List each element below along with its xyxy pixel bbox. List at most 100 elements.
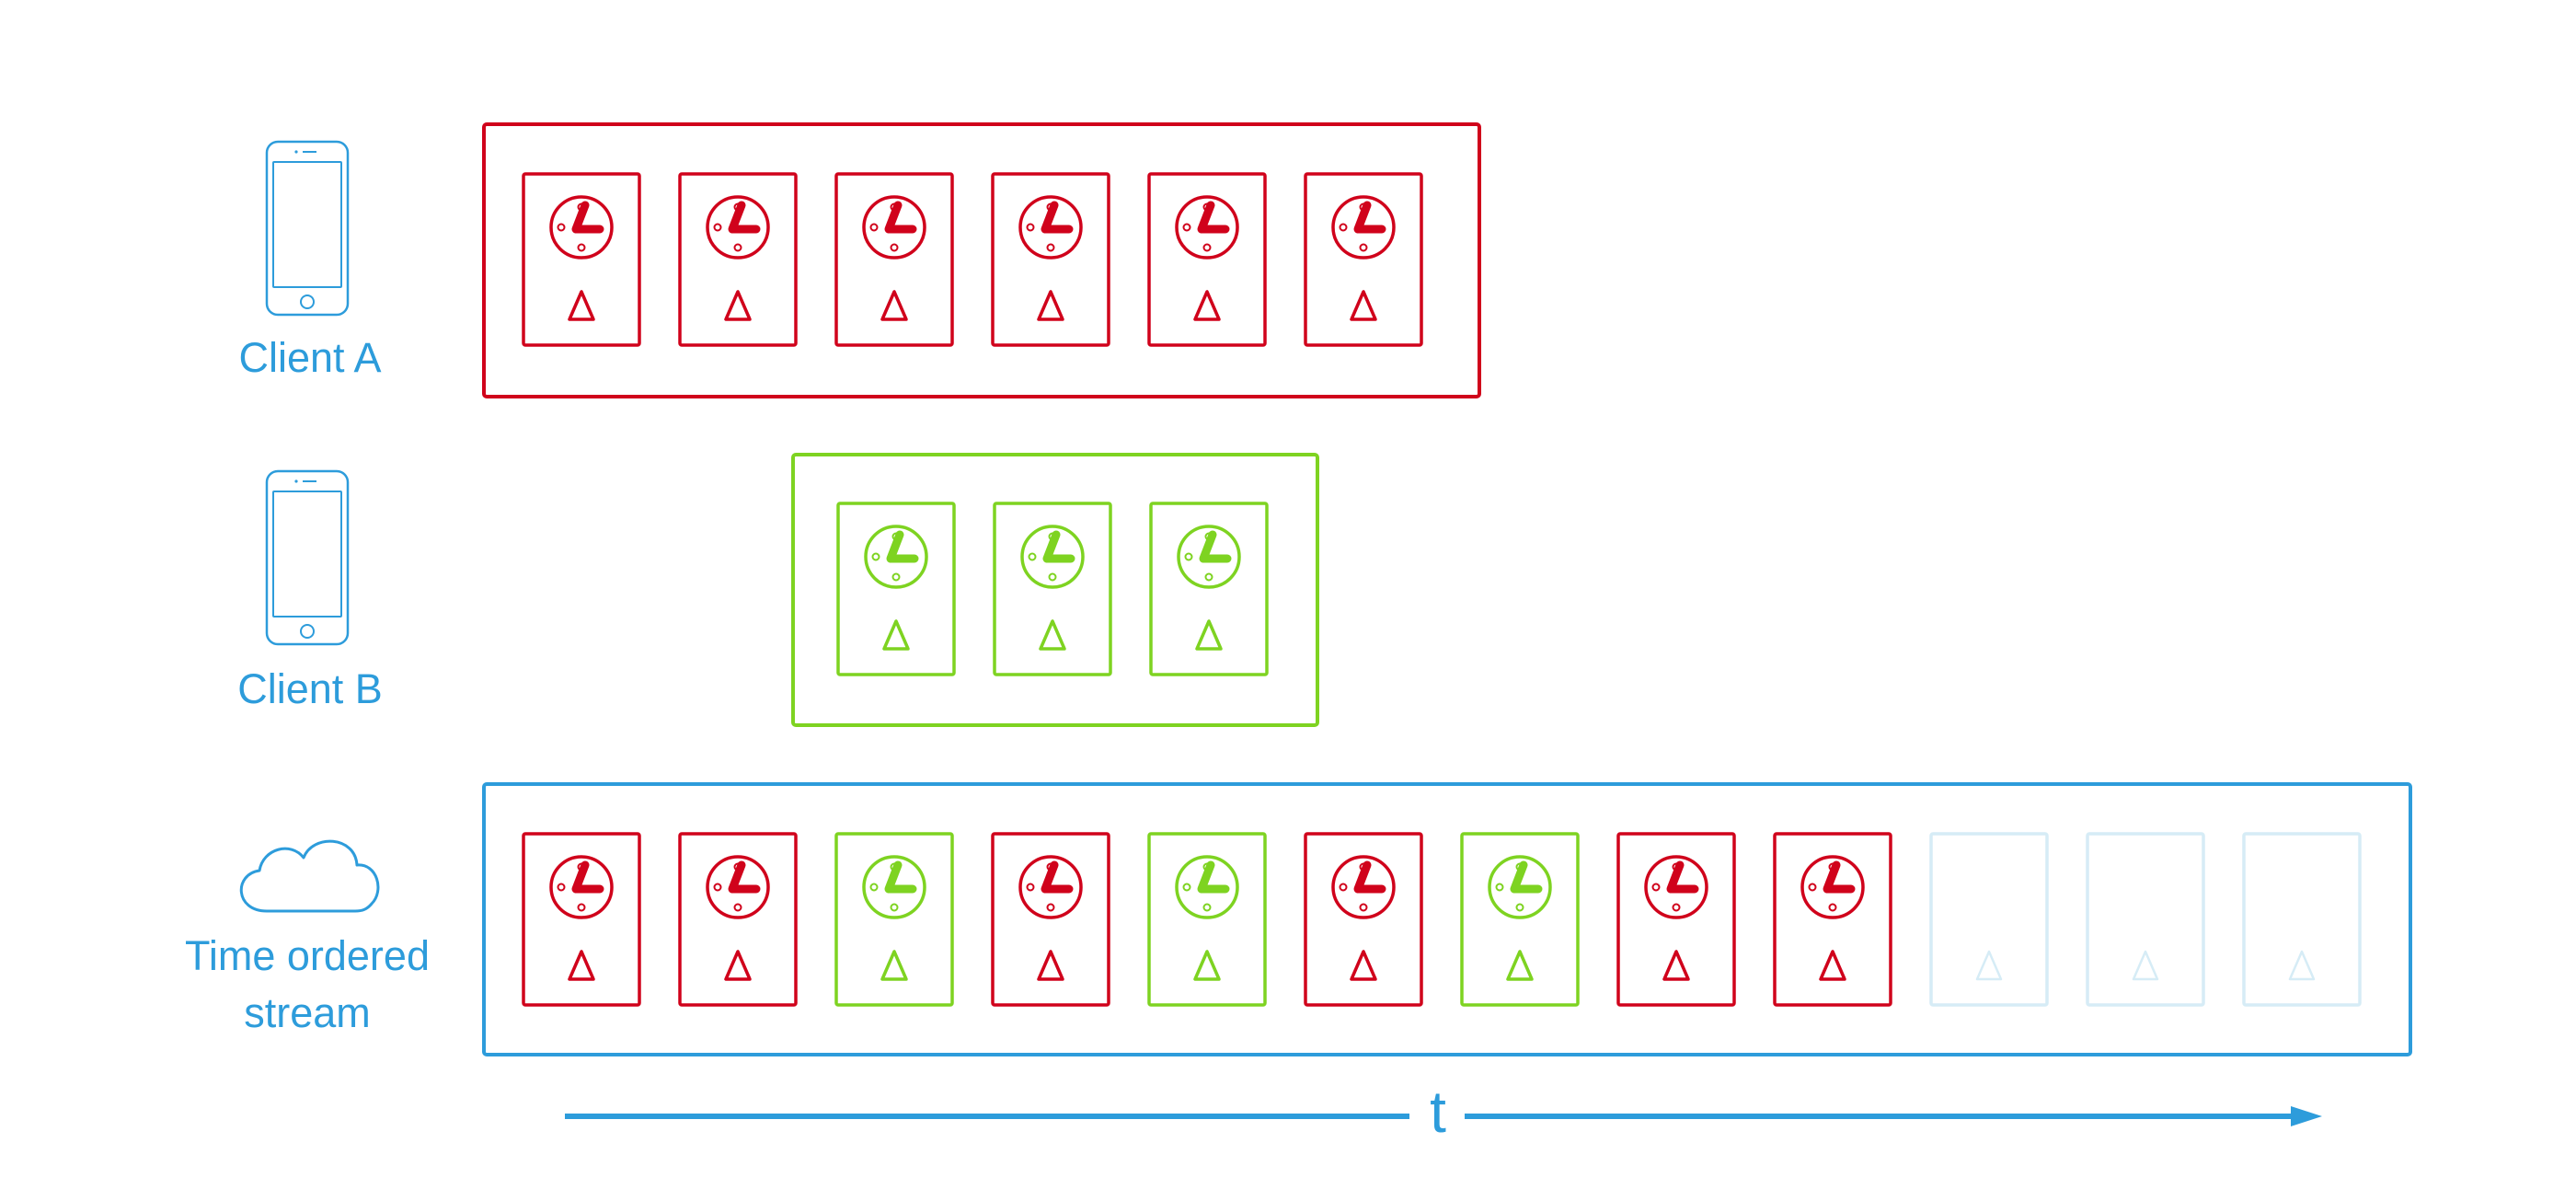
event-card — [1616, 832, 1736, 1007]
client-a-container — [482, 122, 1481, 398]
delta-icon — [1506, 950, 1534, 981]
event-card-frame — [1147, 172, 1267, 347]
event-card — [1929, 832, 2049, 1007]
event-card-frame — [2242, 832, 2362, 1007]
event-card-frame — [522, 172, 641, 347]
event-card — [834, 172, 954, 347]
delta-icon — [1037, 950, 1064, 981]
clock-icon — [1020, 525, 1085, 589]
delta-icon — [880, 290, 908, 321]
delta-icon — [1193, 290, 1221, 321]
delta-icon — [1975, 950, 2003, 981]
clock-icon — [706, 195, 770, 260]
clock-icon — [1175, 855, 1239, 919]
clock-icon — [549, 195, 614, 260]
client-a-group: Client A — [238, 140, 382, 381]
event-card — [1304, 172, 1423, 347]
event-card — [1304, 832, 1423, 1007]
clock-icon — [862, 855, 926, 919]
time-axis-label: t — [1430, 1079, 1446, 1145]
event-card — [993, 502, 1112, 676]
client-b-label: Client B — [237, 665, 383, 712]
delta-icon — [1193, 950, 1221, 981]
client-a-events — [522, 172, 1423, 347]
clock-icon — [1175, 195, 1239, 260]
delta-icon — [1195, 619, 1223, 651]
event-card-frame — [834, 172, 954, 347]
client-a-label: Client A — [238, 334, 381, 381]
time-axis-arrowhead — [2291, 1106, 2322, 1126]
event-card-frame — [1929, 832, 2049, 1007]
stream-group: Time ordered stream — [185, 839, 430, 1036]
delta-icon — [1350, 950, 1377, 981]
client-b-group: Client B — [237, 469, 383, 712]
delta-icon — [880, 950, 908, 981]
delta-icon — [1819, 950, 1846, 981]
event-card — [2086, 832, 2205, 1007]
clock-icon — [1331, 195, 1396, 260]
delta-icon — [568, 950, 595, 981]
stream-container — [482, 782, 2412, 1056]
event-card — [1149, 502, 1269, 676]
event-card — [522, 832, 641, 1007]
event-card — [678, 832, 798, 1007]
clock-icon — [1331, 855, 1396, 919]
event-card-frame — [1149, 502, 1269, 676]
clock-icon — [706, 855, 770, 919]
event-card-frame — [1616, 832, 1736, 1007]
event-card-frame — [678, 832, 798, 1007]
delta-icon — [1037, 290, 1064, 321]
event-card-frame — [836, 502, 956, 676]
event-card-frame — [993, 502, 1112, 676]
clock-icon — [1644, 855, 1708, 919]
event-card-frame — [1460, 832, 1580, 1007]
delta-icon — [1662, 950, 1690, 981]
delta-icon — [2288, 950, 2316, 981]
delta-icon — [1350, 290, 1377, 321]
smartphone-icon — [265, 469, 350, 646]
delta-icon — [882, 619, 910, 651]
event-card-frame — [991, 832, 1110, 1007]
event-card — [2242, 832, 2362, 1007]
client-b-events — [836, 502, 1269, 676]
event-card — [991, 832, 1110, 1007]
event-card-frame — [2086, 832, 2205, 1007]
stream-label-line2: stream — [244, 989, 371, 1036]
delta-icon — [1039, 619, 1066, 651]
clock-icon — [1488, 855, 1552, 919]
stream-events — [522, 832, 2362, 1007]
event-card-frame — [522, 832, 641, 1007]
delta-icon — [568, 290, 595, 321]
event-card — [678, 172, 798, 347]
event-card-frame — [1773, 832, 1892, 1007]
delta-icon — [2132, 950, 2159, 981]
event-card — [1147, 172, 1267, 347]
event-card-frame — [991, 172, 1110, 347]
event-card-frame — [834, 832, 954, 1007]
clock-icon — [864, 525, 928, 589]
event-card-frame — [678, 172, 798, 347]
event-card — [522, 172, 641, 347]
cloud-icon — [239, 839, 380, 913]
event-card-frame — [1147, 832, 1267, 1007]
event-card — [834, 832, 954, 1007]
event-card-frame — [1304, 832, 1423, 1007]
delta-icon — [724, 950, 752, 981]
stream-label-line1: Time ordered — [185, 932, 430, 979]
smartphone-icon — [265, 140, 350, 317]
clock-icon — [1018, 195, 1083, 260]
clock-icon — [1018, 855, 1083, 919]
clock-icon — [1800, 855, 1865, 919]
clock-icon — [862, 195, 926, 260]
event-card-frame — [1304, 172, 1423, 347]
client-b-container — [791, 453, 1319, 727]
event-card — [991, 172, 1110, 347]
delta-icon — [724, 290, 752, 321]
time-axis: t — [565, 1079, 2322, 1145]
event-card — [1460, 832, 1580, 1007]
clock-icon — [549, 855, 614, 919]
event-card — [1773, 832, 1892, 1007]
event-card — [1147, 832, 1267, 1007]
event-card — [836, 502, 956, 676]
